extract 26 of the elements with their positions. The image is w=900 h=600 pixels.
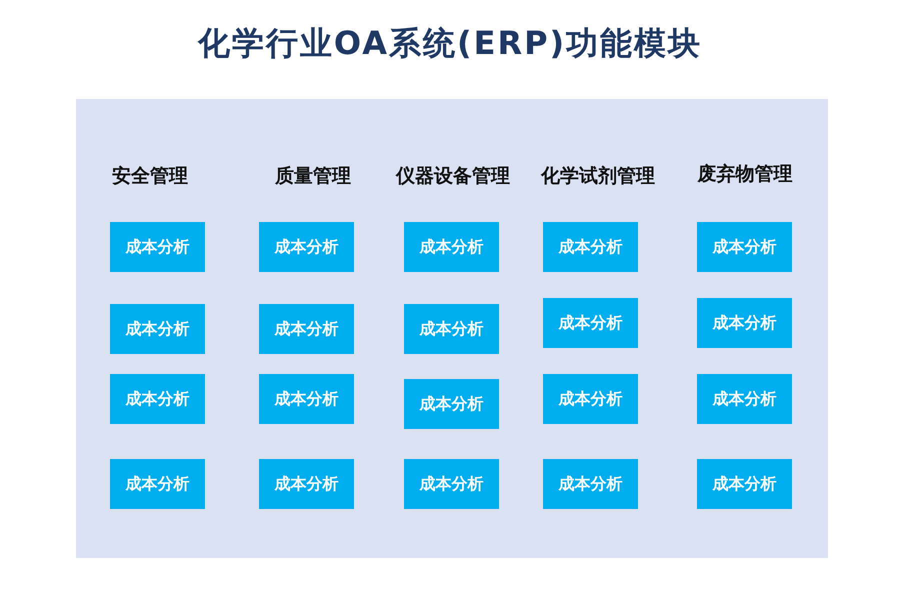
module-box: 成本分析 (697, 298, 792, 348)
module-box: 成本分析 (697, 222, 792, 272)
module-box: 成本分析 (697, 374, 792, 424)
column-heading: 质量管理 (275, 164, 351, 189)
module-box: 成本分析 (404, 222, 499, 272)
module-box: 成本分析 (110, 459, 205, 509)
module-box: 成本分析 (110, 222, 205, 272)
module-box: 成本分析 (259, 304, 354, 354)
module-box: 成本分析 (697, 459, 792, 509)
module-box: 成本分析 (404, 459, 499, 509)
column-heading: 安全管理 (112, 164, 188, 189)
module-box: 成本分析 (259, 222, 354, 272)
module-box: 成本分析 (543, 298, 638, 348)
module-box: 成本分析 (404, 379, 499, 429)
module-box: 成本分析 (543, 222, 638, 272)
column-heading: 仪器设备管理 (396, 164, 510, 189)
module-box: 成本分析 (110, 304, 205, 354)
module-box: 成本分析 (404, 304, 499, 354)
title: 化学行业OA系统(ERP)功能模块 (196, 23, 704, 64)
module-box: 成本分析 (259, 374, 354, 424)
column-heading: 废弃物管理 (698, 162, 792, 187)
module-box: 成本分析 (543, 459, 638, 509)
module-box: 成本分析 (110, 374, 205, 424)
module-box: 成本分析 (259, 459, 354, 509)
column-heading: 化学试剂管理 (541, 164, 655, 189)
module-box: 成本分析 (543, 374, 638, 424)
